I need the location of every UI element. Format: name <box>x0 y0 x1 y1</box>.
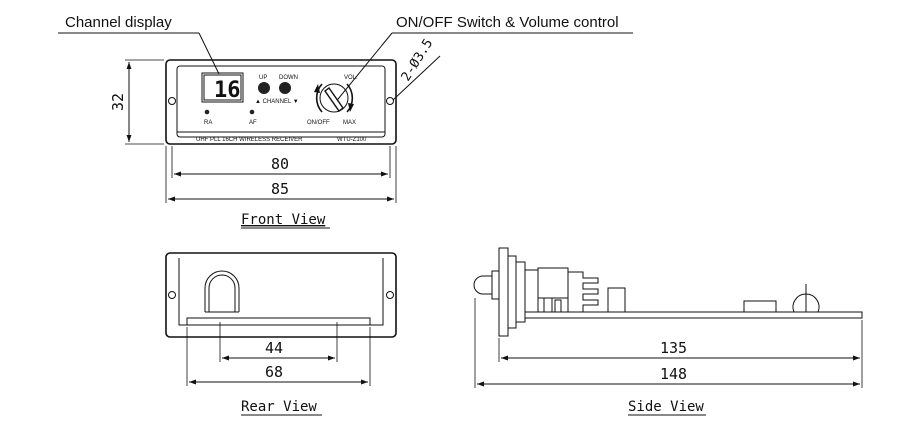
mount-hole-left <box>168 97 176 105</box>
dim-rear-outer-label: 68 <box>265 363 283 381</box>
ra-led <box>204 109 210 115</box>
switch-volume-label: ON/OFF Switch & Volume control <box>396 14 619 31</box>
dim-front-outer: 85 <box>165 146 397 203</box>
dim-side-inner: 135 <box>498 320 863 388</box>
rear-hole-left <box>168 291 176 299</box>
dim-rear-inner-label: 44 <box>265 339 283 357</box>
side-pot <box>537 267 569 299</box>
dim-front-inner: 80 <box>171 146 391 178</box>
rear-view-title: Rear View <box>241 399 317 415</box>
side-knob <box>473 275 492 295</box>
front-inner-panel <box>176 65 386 138</box>
rear-view <box>165 252 397 338</box>
channel-up-button[interactable] <box>258 82 270 94</box>
dim-front-inner-label: 80 <box>271 155 289 173</box>
up-label: UP <box>259 75 267 81</box>
dim-rear-outer: 68 <box>186 327 371 386</box>
callout-switch-volume: ON/OFF Switch & Volume control <box>333 14 633 105</box>
down-label: DOWN <box>279 75 298 81</box>
front-view-title: Front View <box>241 212 326 228</box>
dim-side-outer-label: 148 <box>660 365 687 383</box>
side-part-a <box>743 300 777 313</box>
display-digits: 16 <box>214 78 241 103</box>
channel-down-button[interactable] <box>279 82 291 94</box>
channel-label: ▲ CHANNEL ▼ <box>255 99 299 105</box>
channel-display-label: Channel display <box>65 14 172 31</box>
dim-rear-inner: 44 <box>219 322 338 362</box>
front-outer-flange <box>165 59 397 145</box>
side-heatsink <box>567 271 599 313</box>
vol-label: VOL. <box>344 75 358 81</box>
dim-side-inner-label: 135 <box>660 339 687 357</box>
on-off-label: ON/OFF <box>307 120 330 126</box>
rear-outer-flange <box>165 252 397 338</box>
mount-hole-right <box>386 97 394 105</box>
dim-side-outer: 148 <box>474 298 860 388</box>
callout-channel-display: Channel display <box>58 14 220 75</box>
side-view-title: Side View <box>628 399 704 415</box>
side-board <box>524 311 863 319</box>
rear-knob-shaft <box>204 270 240 312</box>
dim-front-outer-label: 85 <box>271 180 289 198</box>
af-label: AF <box>249 120 257 126</box>
rear-board <box>186 317 371 326</box>
volume-knob[interactable] <box>314 83 354 113</box>
af-led <box>249 109 255 115</box>
model-line-label: UHF PLL 16CH WIRELESS RECEIVER <box>196 137 303 143</box>
dim-height-label: 32 <box>109 93 127 111</box>
max-label: MAX <box>343 120 356 126</box>
callout-hole: 2-Ø3.5 <box>392 36 441 101</box>
rear-hole-right <box>386 291 394 299</box>
side-view <box>473 247 863 337</box>
model-label: WTU-Z100 <box>337 137 367 143</box>
front-view: 16 UP DOWN ▲ CHANNEL ▼ RA AF VOL. ON/OFF… <box>165 59 397 145</box>
channel-display-window <box>201 72 244 103</box>
ra-label: RA <box>204 120 212 126</box>
side-flange <box>498 247 509 337</box>
dim-height: 32 <box>109 59 164 145</box>
